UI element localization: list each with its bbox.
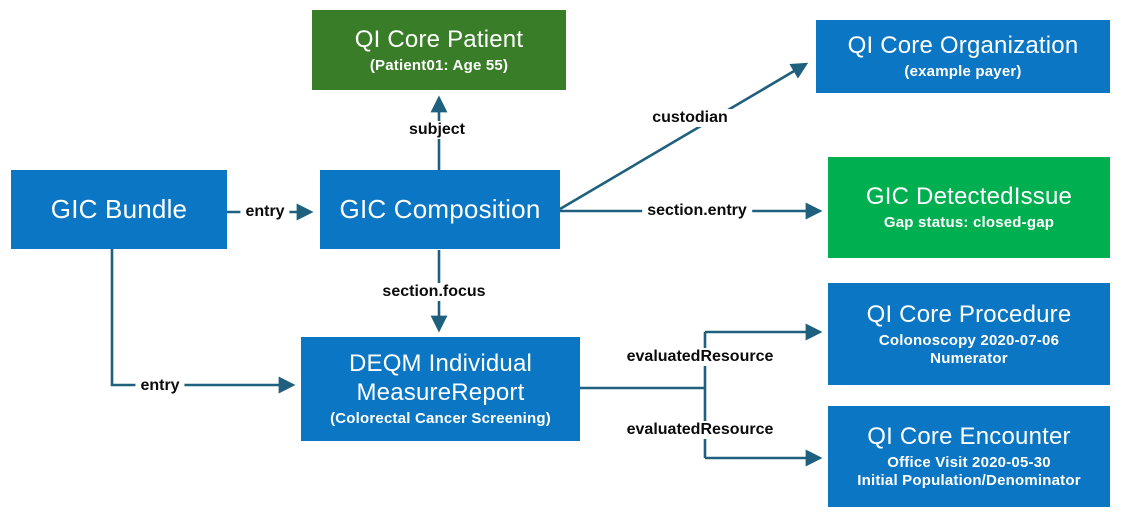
node-subtitle-2: Numerator (930, 349, 1008, 367)
node-gic-composition: GIC Composition (320, 170, 560, 249)
node-title: GIC Bundle (50, 194, 188, 225)
edge-label-entry-top: entry (240, 203, 290, 221)
node-title: QI Core Patient (354, 25, 524, 53)
node-qi-core-encounter: QI Core Encounter Office Visit 2020-05-3… (828, 406, 1110, 507)
edge-bundle-measurereport-line (110, 249, 296, 394)
node-subtitle: Office Visit 2020-05-30 (887, 454, 1051, 472)
edge-label-evaluatedresource-top: evaluatedResource (621, 348, 779, 366)
edge-label-custodian: custodian (647, 109, 733, 127)
edge-composition-organization-line (559, 62, 809, 211)
node-deqm-individual-measurereport: DEQM Individual MeasureReport (Colorecta… (301, 337, 580, 441)
node-subtitle: (Colorectal Cancer Screening) (330, 409, 551, 427)
node-title: DEQM Individual MeasureReport (348, 350, 533, 406)
node-title: QI Core Encounter (867, 423, 1071, 451)
node-gic-detectedissue: GIC DetectedIssue Gap status: closed-gap (828, 157, 1110, 258)
node-title: GIC DetectedIssue (865, 183, 1073, 210)
edge-label-subject: subject (403, 121, 471, 139)
node-title: GIC Composition (339, 194, 541, 225)
node-subtitle: Colonoscopy 2020-07-06 (878, 331, 1060, 349)
node-qi-core-procedure: QI Core Procedure Colonoscopy 2020-07-06… (828, 283, 1110, 385)
node-qi-core-patient: QI Core Patient (Patient01: Age 55) (312, 10, 566, 90)
node-title: QI Core Procedure (866, 300, 1072, 328)
node-subtitle: (example payer) (904, 63, 1022, 81)
node-subtitle: (Patient01: Age 55) (369, 56, 509, 74)
node-subtitle-2: Initial Population/Denominator (857, 472, 1081, 490)
node-qi-core-organization: QI Core Organization (example payer) (816, 20, 1110, 93)
node-title: QI Core Organization (847, 32, 1079, 59)
node-gic-bundle: GIC Bundle (11, 170, 227, 249)
node-subtitle: Gap status: closed-gap (883, 214, 1055, 232)
edge-label-entry-bottom: entry (135, 377, 185, 395)
edge-label-section-focus: section.focus (377, 283, 491, 301)
edge-label-section-entry: section.entry (642, 202, 752, 220)
edge-label-evaluatedresource-bottom: evaluatedResource (621, 421, 779, 439)
